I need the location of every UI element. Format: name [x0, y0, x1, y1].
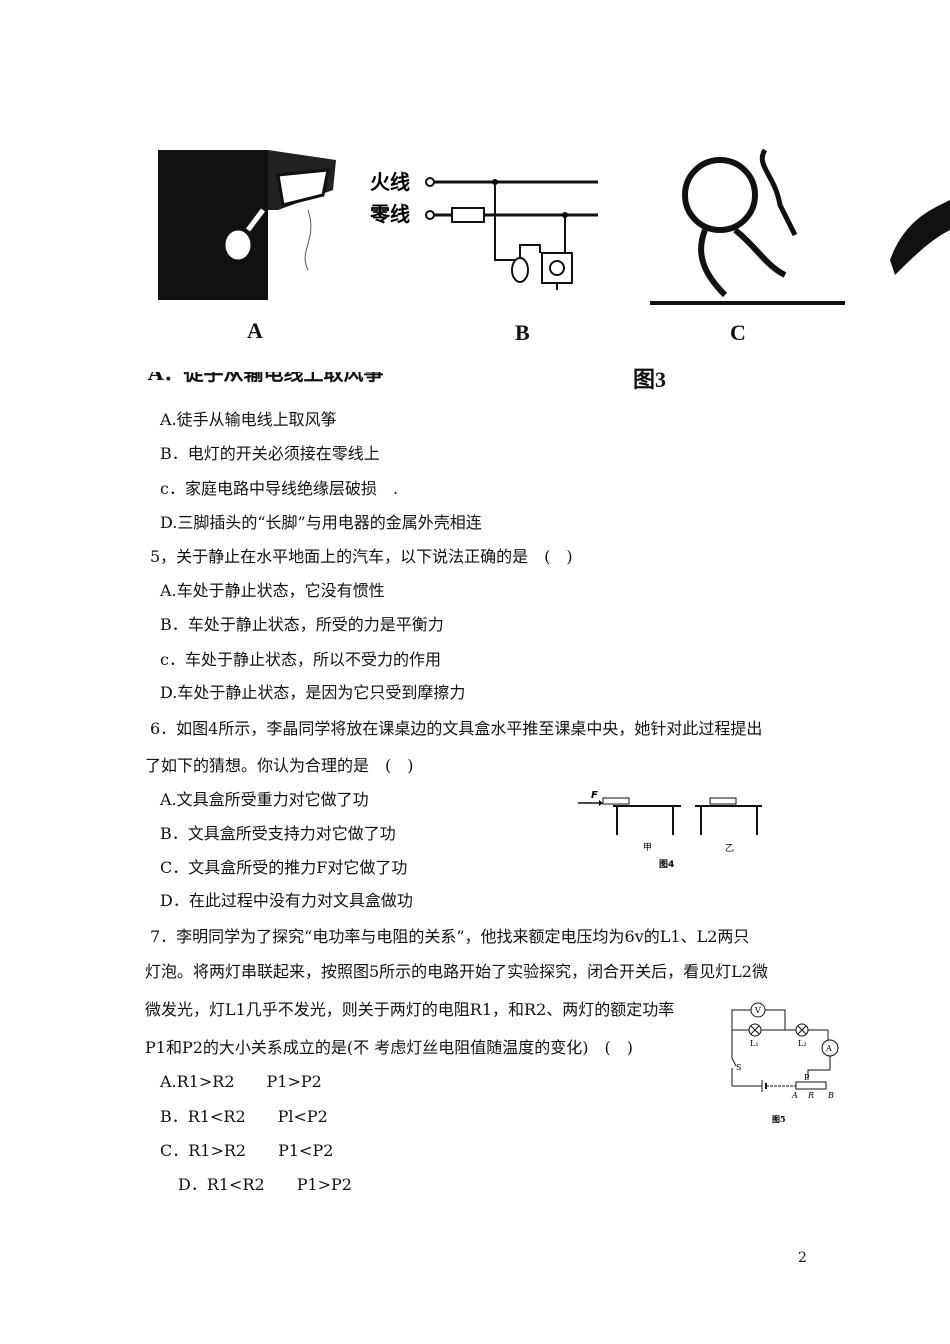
rheostat-end-a-label: A: [791, 1091, 798, 1100]
page-number: 2: [798, 1250, 807, 1266]
rheostat-r-label: R: [807, 1091, 814, 1100]
q6-option-d: D．在此过程中没有力对文具盒做功: [160, 891, 413, 910]
q4-option-c: c．家庭电路中导线绝缘层破损 .: [160, 479, 399, 498]
figure-4-label-jia: 甲: [643, 842, 652, 853]
force-label: F: [591, 790, 598, 801]
q6-stem-1: 6．如图4所示，李晶同学将放在课桌边的文具盒水平推至课桌中央，她针对此过程提出: [150, 719, 763, 738]
figure-3-caption: 图3: [633, 367, 667, 392]
figure-3-image-a: [158, 150, 336, 300]
q5-option-c: c．车处于静止状态，所以不受力的作用: [160, 650, 441, 669]
figure-5-caption: 图5: [772, 1114, 786, 1124]
q7-option-d: D．R1<R2 P1>P2: [178, 1175, 352, 1194]
rheostat-end-b-label: B: [827, 1091, 834, 1100]
neutral-wire-label: 零线: [370, 202, 410, 226]
q5-option-d: D.车处于静止状态，是因为它只受到摩擦力: [160, 683, 466, 702]
figure-3-image-d-partial: [890, 200, 950, 275]
q7-option-a: A.R1>R2 P1>P2: [160, 1072, 322, 1091]
figure-3-image-b-circuit: 火线 零线: [370, 170, 598, 290]
q7-stem-2: 灯泡。将两灯串联起来，按照图5所示的电路开始了实验探究，闭合开关后，看见灯L2微: [145, 962, 768, 981]
figure-5-circuit: V L₁ L₂ A S P A R B 图5: [731, 1002, 839, 1124]
figure-4: F 甲 乙 图4: [578, 790, 762, 870]
fire-wire-label: 火线: [370, 170, 410, 194]
q4-option-b: B．电灯的开关必须接在零线上: [160, 444, 380, 463]
q7-stem-1: 7．李明同学为了探究“电功率与电阻的关系”，他找来额定电压均为6v的L1、L2两…: [150, 927, 750, 946]
q7-stem-3: 微发光，灯L1几乎不发光，则关于两灯的电阻R1，和R2、两灯的额定功率: [145, 1000, 675, 1019]
figure-3-image-c: [650, 148, 845, 305]
q7-stem-4: P1和P2的大小关系成立的是(不 考虑灯丝电阻值随温度的变化) ( ): [145, 1038, 633, 1057]
figure-4-caption: 图4: [659, 859, 674, 870]
figure-3-label-b: B: [515, 320, 530, 345]
q5-stem: 5，关于静止在水平地面上的汽车，以下说法正确的是 ( ): [150, 547, 573, 566]
slider-p-label: P: [804, 1073, 810, 1082]
lamp-l1-label: L₁: [750, 1039, 759, 1048]
voltmeter-label: V: [754, 1006, 761, 1015]
q7-option-b: B．R1<R2 Pl<P2: [160, 1107, 328, 1126]
q6-option-c: C．文具盒所受的推力F对它做了功: [160, 858, 408, 877]
q6-option-a: A.文具盒所受重力对它做了功: [160, 790, 369, 809]
figure-3-label-a: A: [247, 318, 263, 343]
q6-option-b: B．文具盒所受支持力对它做了功: [160, 824, 396, 843]
q4-option-a: A.徒手从输电线上取风筝: [160, 410, 337, 429]
figure-3-label-c: C: [730, 320, 746, 345]
q7-option-c: C．R1>R2 P1<P2: [160, 1141, 334, 1160]
q5-option-b: B．车处于静止状态，所受的力是平衡力: [160, 615, 444, 634]
q5-option-a: A.车处于静止状态，它没有惯性: [160, 581, 385, 600]
q4-option-d: D.三脚插头的“长脚”与用电器的金属外壳相连: [160, 513, 482, 532]
cut-off-line: A．徒手从输电线上取风筝: [148, 372, 384, 384]
switch-label: S: [736, 1063, 741, 1072]
q6-stem-2: 了如下的猜想。你认为合理的是 ( ): [145, 756, 414, 775]
lamp-l2-label: L₂: [798, 1039, 807, 1048]
ammeter-label: A: [825, 1044, 832, 1053]
figure-4-label-yi: 乙: [725, 843, 734, 854]
